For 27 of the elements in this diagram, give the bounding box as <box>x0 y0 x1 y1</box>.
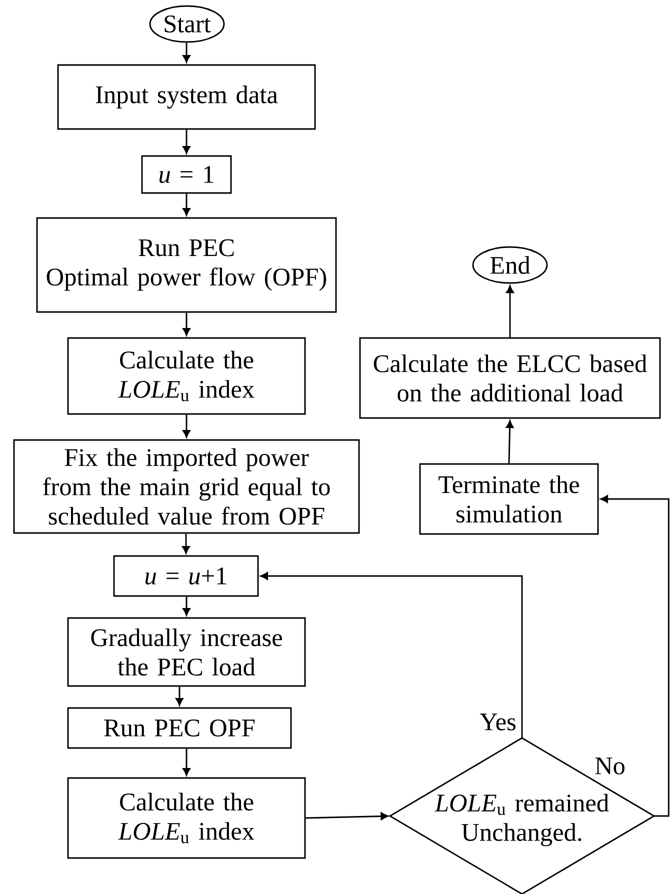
process-box: Calculate the LOLE$_{u}$ index <box>67 777 306 859</box>
process-box: Gradually increase the PEC load <box>67 617 306 687</box>
process-box: Run PEC OPF <box>67 707 292 749</box>
arrow <box>182 312 190 336</box>
arrow <box>182 130 190 154</box>
process-box: u = 1 <box>141 155 232 194</box>
edge-label: No <box>593 756 627 776</box>
process-box: Terminate the simulation <box>419 463 599 535</box>
edge-label: Yes <box>478 712 518 732</box>
arrow <box>182 596 190 616</box>
arrow <box>182 748 190 776</box>
arrow <box>182 194 190 216</box>
arrow <box>306 812 388 820</box>
arrow <box>506 285 514 338</box>
arrow <box>600 495 670 817</box>
arrow <box>506 420 514 464</box>
process-box: Calculate the LOLE$_{u}$ index <box>67 337 306 415</box>
process-box: Fix the imported power from the main grid equal to scheduled value from OPF <box>13 439 360 534</box>
process-box: Calculate the ELCC based on the additional load <box>359 337 661 419</box>
process-box: Input system data <box>57 64 316 130</box>
arrow <box>182 534 190 554</box>
arrow <box>182 42 190 63</box>
process-box: Run PEC Optimal power flow (OPF) <box>36 217 337 313</box>
arrow <box>260 572 523 738</box>
arrow <box>176 686 184 706</box>
arrow <box>182 414 190 438</box>
process-box: u = u+1 <box>113 555 259 597</box>
